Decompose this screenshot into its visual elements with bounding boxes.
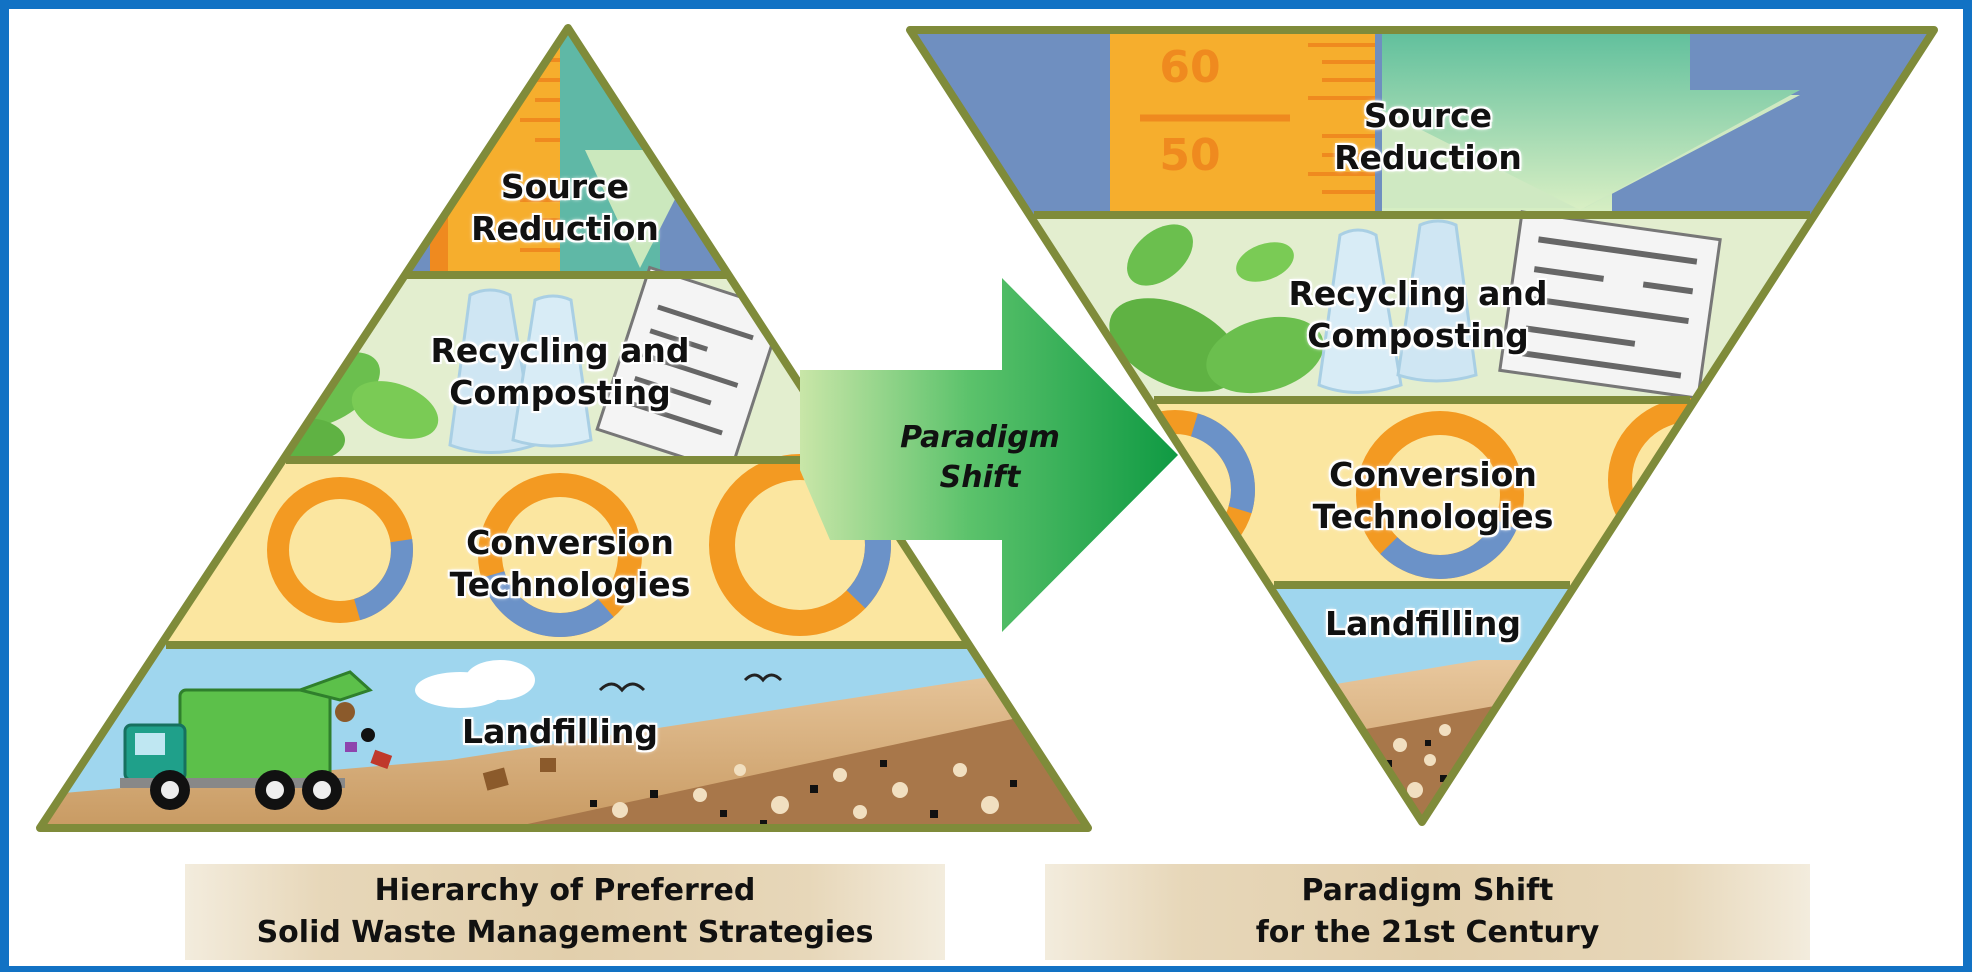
- left-caption: Hierarchy of Preferred Solid Waste Manag…: [185, 864, 945, 960]
- right-layer-source-reduction-label: Source Reduction: [1334, 96, 1522, 177]
- right-layer-conversion-label: Conversion Technologies: [1312, 455, 1554, 536]
- right-pyramid-outline: [906, 26, 1938, 826]
- right-layer-landfilling-label: Landfilling: [1325, 604, 1521, 643]
- right-layer-recycling-label: Recycling and Composting: [1288, 274, 1548, 355]
- ruler-mark-50: 50: [1159, 130, 1220, 181]
- left-layer-conversion-label: Conversion Technologies: [449, 523, 691, 604]
- right-caption: Paradigm Shift for the 21st Century: [1045, 864, 1810, 960]
- left-layer-recycling-label: Recycling and Composting: [430, 331, 690, 412]
- paradigm-shift-arrow: [800, 278, 1178, 632]
- left-layer-landfilling-label: Landfilling: [462, 712, 658, 751]
- paradigm-shift-arrow-label: Paradigm Shift: [900, 420, 1060, 495]
- ruler-mark-60: 60: [1159, 42, 1220, 93]
- left-layer-source-reduction-label: Source Reduction: [471, 167, 659, 248]
